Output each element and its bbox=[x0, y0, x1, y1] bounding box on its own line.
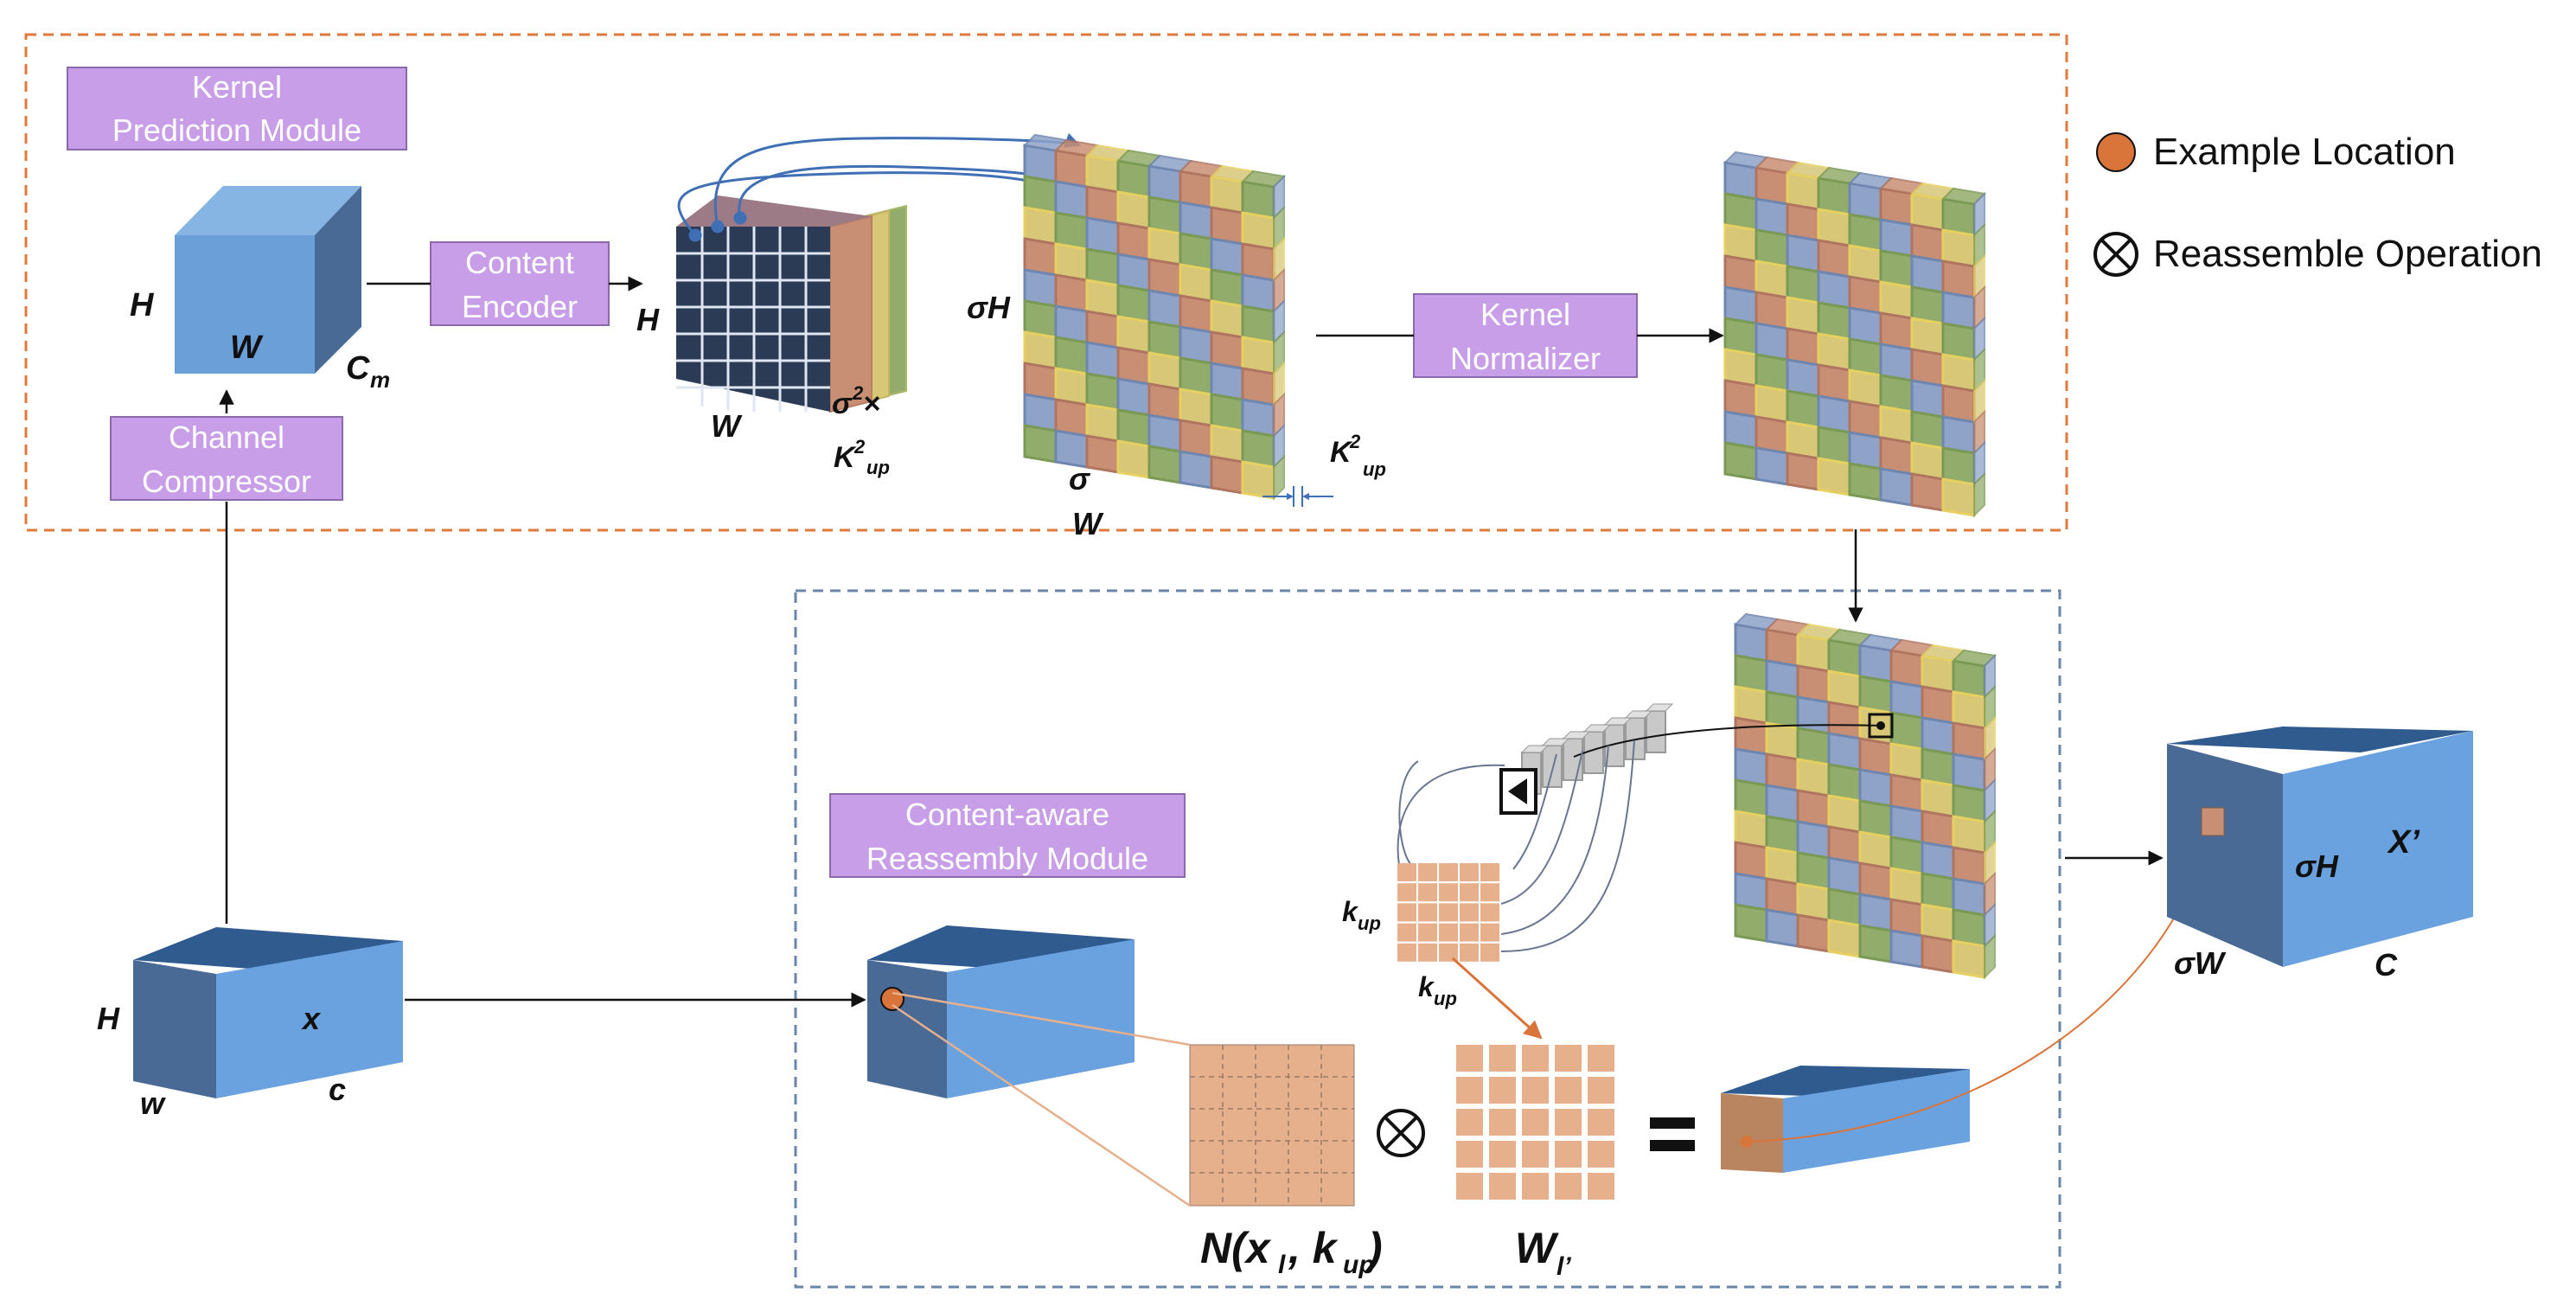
normalized-kernel-map bbox=[1723, 150, 1987, 518]
svg-text:Example Location: Example Location bbox=[2153, 131, 2456, 173]
svg-text:Content-aware: Content-aware bbox=[905, 797, 1109, 832]
svg-text:up: up bbox=[1343, 1251, 1375, 1279]
kernel-weights-grid bbox=[1456, 1045, 1614, 1200]
w-label: W bbox=[1072, 506, 1104, 541]
svg-text:C: C bbox=[346, 350, 370, 387]
kernel-prediction-module-label: Kernel Prediction Module bbox=[67, 67, 407, 150]
flow-arrows bbox=[219, 276, 2164, 1008]
svg-text:H: H bbox=[130, 287, 155, 323]
compressed-feature-cube: H W C m bbox=[130, 186, 390, 393]
output-feature-cube: X’ σH σW C bbox=[2167, 727, 2473, 983]
sigma-h-label: σH bbox=[967, 290, 1011, 325]
svg-text:Channel: Channel bbox=[169, 419, 284, 455]
svg-text:Reassembly Module: Reassembly Module bbox=[866, 841, 1148, 876]
svg-text:k: k bbox=[1418, 971, 1435, 1002]
svg-text:up: up bbox=[1434, 988, 1457, 1009]
svg-text:×: × bbox=[863, 387, 880, 420]
input-feature-cube: H x w c bbox=[97, 927, 403, 1121]
kernel-reshape-curves bbox=[1397, 739, 1635, 952]
svg-text:up: up bbox=[866, 457, 890, 478]
weights-label: W l’ bbox=[1515, 1224, 1571, 1281]
svg-text:σW: σW bbox=[2174, 945, 2227, 981]
svg-text:Kernel: Kernel bbox=[1480, 297, 1570, 332]
svg-text:H: H bbox=[636, 302, 660, 337]
reassemble-operation-icon bbox=[2093, 232, 2138, 277]
content-encoder-label: Content Encoder bbox=[430, 241, 610, 326]
svg-text:): ) bbox=[1364, 1224, 1383, 1272]
encoded-kernel-tensor: H W σ 2 × K 2 up bbox=[636, 195, 907, 478]
reassemble-operator-icon bbox=[1377, 1109, 1425, 1157]
extracted-kernel-vector bbox=[1499, 703, 1674, 815]
neighborhood-label: N(x l , k up ) bbox=[1200, 1224, 1383, 1279]
legend: Example Location Reassemble Operation bbox=[2093, 131, 2542, 277]
reassembled-feature-bar bbox=[1721, 1066, 1970, 1173]
svg-text:C: C bbox=[2375, 947, 2398, 983]
svg-text:c: c bbox=[329, 1072, 346, 1107]
channel-compressor-label: Channel Compressor bbox=[110, 416, 343, 501]
svg-text:2: 2 bbox=[1349, 431, 1361, 452]
reshaped-kernel bbox=[1397, 863, 1501, 963]
svg-text:W: W bbox=[711, 408, 743, 444]
svg-text:N(x: N(x bbox=[1200, 1224, 1272, 1272]
svg-text:Compressor: Compressor bbox=[142, 464, 311, 499]
svg-text:w: w bbox=[140, 1085, 166, 1121]
svg-text:σ: σ bbox=[832, 387, 853, 420]
svg-text:Reassemble Operation: Reassemble Operation bbox=[2153, 233, 2542, 275]
example-location-icon bbox=[2096, 132, 2136, 172]
svg-text:X’: X’ bbox=[2387, 824, 2419, 861]
sigma-label: σ bbox=[1069, 461, 1091, 496]
svg-text:Prediction Module: Prediction Module bbox=[112, 112, 361, 148]
svg-text:Kernel: Kernel bbox=[192, 69, 282, 105]
kernel-to-weights-arrow bbox=[1451, 957, 1543, 1040]
svg-text:Encoder: Encoder bbox=[462, 289, 578, 324]
kernel-normalizer-label: Kernel Normalizer bbox=[1413, 293, 1638, 378]
equals-sign bbox=[1650, 1117, 1695, 1151]
svg-text:l: l bbox=[1278, 1251, 1286, 1279]
svg-text:Content: Content bbox=[465, 245, 574, 280]
predicted-kernel-map bbox=[1022, 133, 1287, 501]
svg-text:up: up bbox=[1363, 458, 1386, 480]
svg-text:l’: l’ bbox=[1556, 1252, 1571, 1281]
svg-text:W: W bbox=[230, 330, 264, 366]
svg-text:K: K bbox=[834, 441, 857, 474]
neighborhood-grid bbox=[1189, 1044, 1355, 1207]
svg-text:H: H bbox=[97, 1001, 120, 1036]
svg-text:2: 2 bbox=[853, 436, 866, 458]
svg-text:k: k bbox=[1342, 896, 1359, 927]
reassembly-boundary bbox=[794, 589, 2061, 1289]
svg-text:K: K bbox=[1330, 436, 1353, 469]
k2up-label: K 2 up bbox=[1262, 431, 1386, 507]
example-location-dot bbox=[880, 987, 904, 1011]
reassembly-module-label: Content-aware Reassembly Module bbox=[829, 793, 1186, 878]
kup-labels: k up k up bbox=[1342, 896, 1457, 1009]
reassembly-kernel-map bbox=[1733, 612, 1998, 980]
svg-text:W: W bbox=[1515, 1224, 1559, 1272]
svg-text:Normalizer: Normalizer bbox=[1450, 341, 1601, 376]
neighborhood-projection-lines bbox=[892, 991, 1191, 1207]
kernel-extract-curve bbox=[1573, 724, 1882, 758]
svg-text:σH: σH bbox=[2295, 848, 2339, 884]
svg-text:x: x bbox=[301, 1001, 322, 1036]
svg-text:, k: , k bbox=[1288, 1224, 1339, 1272]
svg-text:m: m bbox=[370, 367, 390, 393]
svg-text:up: up bbox=[1358, 912, 1381, 934]
svg-text:2: 2 bbox=[852, 382, 864, 404]
kernel-prediction-boundary bbox=[24, 33, 2068, 532]
